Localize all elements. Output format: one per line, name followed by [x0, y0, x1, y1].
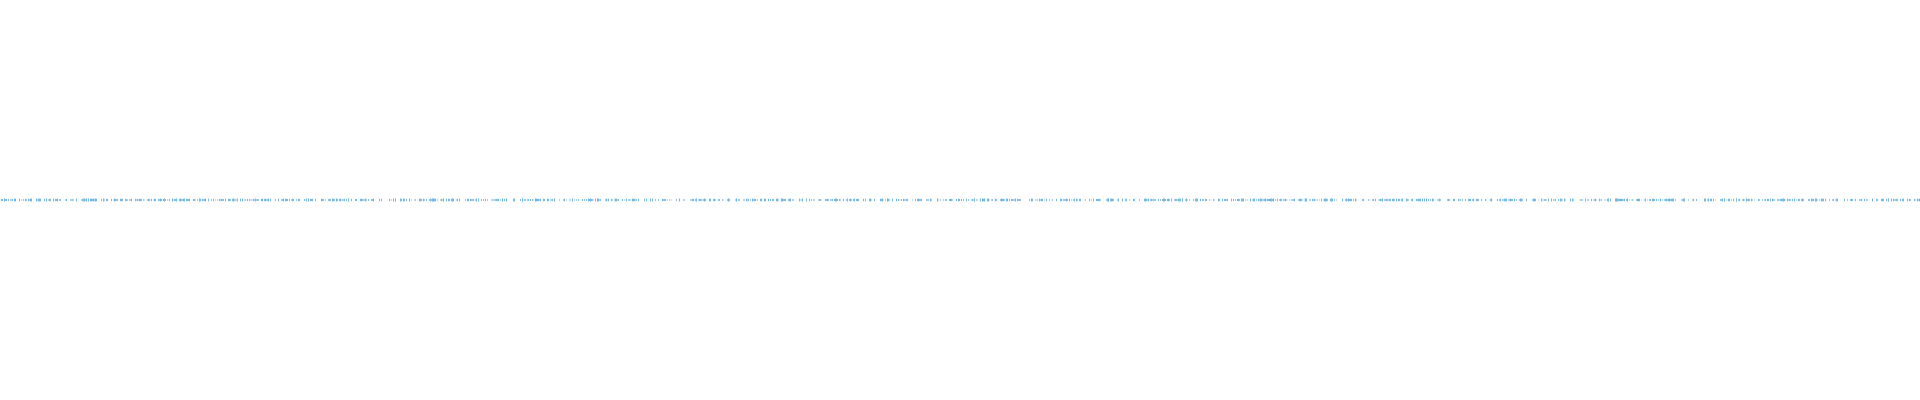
waveform-baseline: [1, 198, 1920, 202]
waveform-baseline-trace: [1, 198, 1920, 202]
